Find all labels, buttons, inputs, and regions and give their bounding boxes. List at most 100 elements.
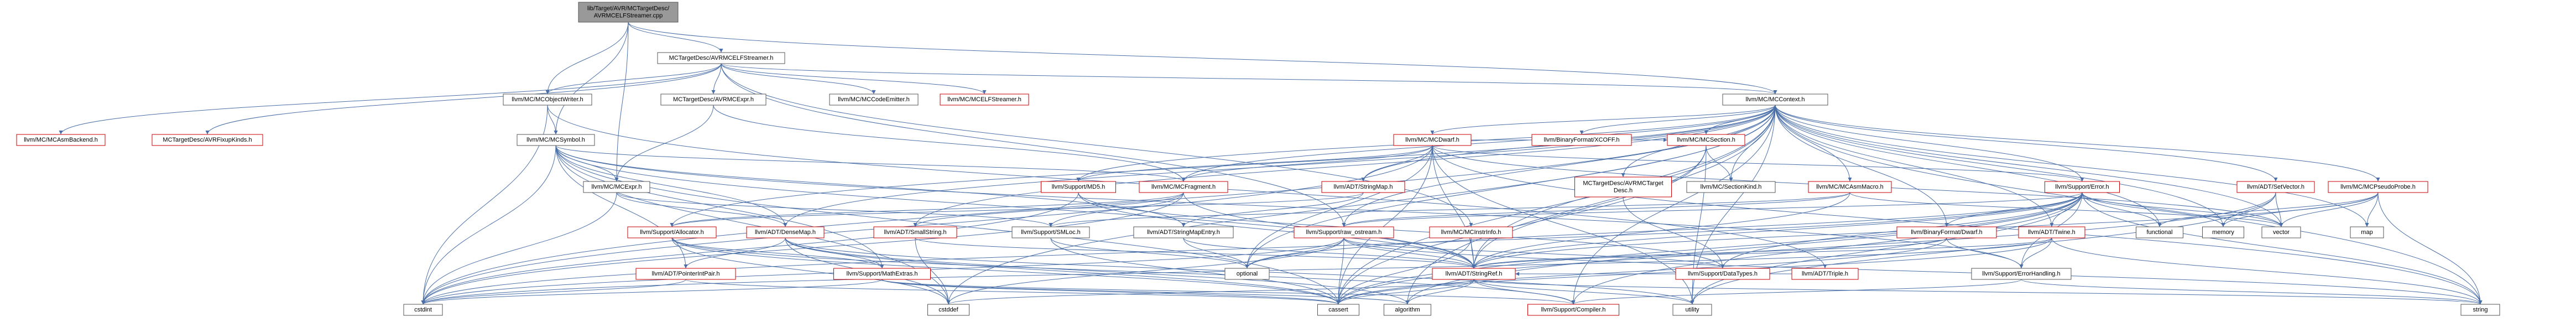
node-mc-mccontext[interactable]: llvm/MC/MCContext.h (1722, 94, 1828, 106)
node-label: llvm/Support/DataTypes.h (1688, 271, 1758, 277)
node-std-algorithm[interactable]: algorithm (1384, 304, 1431, 316)
node-adt-stringmapentry[interactable]: llvm/ADT/StringMapEntry.h (1133, 226, 1234, 238)
node-mc-sectionkind[interactable]: llvm/MC/SectionKind.h (1686, 181, 1776, 193)
node-mc-mcsymbol[interactable]: llvm/MC/MCSymbol.h (517, 134, 595, 146)
node-support-allocator[interactable]: llvm/Support/Allocator.h (627, 226, 717, 238)
node-adt-setvector[interactable]: llvm/ADT/SetVector.h (2236, 181, 2315, 193)
node-box (16, 134, 106, 146)
node-box (1321, 181, 1405, 193)
node-mc-asmbackend[interactable]: llvm/MC/MCAsmBackend.h (16, 134, 106, 146)
node-std-cstddef[interactable]: cstddef (927, 304, 969, 316)
edge-support_mathextras-to-support_compiler (882, 279, 1576, 305)
node-label: memory (2212, 229, 2234, 236)
edge-adt_twine-to-std_string (2051, 237, 2483, 305)
edge-mc_asmmacro-to-support_smloc (1049, 192, 1850, 227)
node-support-compiler[interactable]: llvm/Support/Compiler.h (1527, 304, 1619, 316)
node-std-cassert[interactable]: cassert (1317, 304, 1359, 316)
edge-mc_mccontext-to-support_error (1775, 105, 2084, 182)
node-std-string[interactable]: string (2460, 304, 2500, 316)
node-mc-objectwriter[interactable]: llvm/MC/MCObjectWriter.h (503, 94, 592, 106)
node-support-errorhandling[interactable]: llvm/Support/ErrorHandling.h (1971, 268, 2072, 280)
node-label: llvm/ADT/PointerIntPair.h (652, 271, 720, 277)
edge-mc_mcexpr-to-std_cstdint (421, 192, 617, 305)
edge-support_raw_ostream-to-support_datatypes (1343, 237, 1725, 269)
node-box (1971, 268, 2072, 280)
edge-mc_mccontext-to-adt_densemap (783, 105, 1776, 227)
node-adt-pointerintpair[interactable]: llvm/ADT/PointerIntPair.h (635, 268, 736, 280)
node-adt-densemap[interactable]: llvm/ADT/DenseMap.h (746, 226, 825, 238)
edge-support_error-to-std_cstdint (421, 192, 2083, 305)
edge-mc_mcdwarf-to-std_string (1432, 145, 2483, 305)
node-adt-smallstring[interactable]: llvm/ADT/SmallString.h (873, 226, 957, 238)
node-std-functional[interactable]: functional (2136, 226, 2183, 238)
node-std-cstdint[interactable]: cstdint (403, 304, 443, 316)
edge-root-to-mc_objectwriter (545, 22, 629, 95)
node-avr-mcexpr[interactable]: MCTargetDesc/AVRMCExpr.h (660, 94, 766, 106)
node-mc-mcexpr[interactable]: llvm/MC/MCExpr.h (583, 181, 650, 193)
node-adt-stringref[interactable]: llvm/ADT/StringRef.h (1432, 268, 1516, 280)
node-support-error[interactable]: llvm/Support/Error.h (2045, 181, 2120, 193)
node-mc-codeemitter[interactable]: llvm/MC/MCCodeEmitter.h (829, 94, 919, 106)
node-mc-mcsection[interactable]: llvm/MC/MCSection.h (1667, 134, 1745, 146)
node-mc-pseudoprobe[interactable]: llvm/MC/MCPseudoProbe.h (2328, 181, 2428, 193)
node-box (2350, 226, 2384, 238)
edge-adt_densemap-to-std_algorithm (785, 237, 1410, 305)
edge-support_error-to-std_functional (2082, 192, 2162, 227)
node-mc-mcelfstreamer[interactable]: llvm/MC/MCELFStreamer.h (940, 94, 1029, 106)
node-mc-mcfragment[interactable]: llvm/MC/MCFragment.h (1139, 181, 1228, 193)
node-label: MCTargetDesc/AVRMCTarget (1583, 180, 1663, 186)
node-label: llvm/MC/MCObjectWriter.h (512, 96, 583, 103)
node-mc-asmmacro[interactable]: llvm/MC/MCAsmMacro.h (1808, 181, 1892, 193)
edge-mc_mccontext-to-std_memory (1775, 105, 2225, 227)
edge-adt_stringref-to-std_cstddef (946, 279, 1474, 305)
edge-root-to-mc_mccontext (628, 22, 1777, 95)
edge-mc_mccontext-to-binfmt_xcoff (1579, 105, 1776, 135)
node-support-smloc[interactable]: llvm/Support/SMLoc.h (1011, 226, 1090, 238)
node-mc-elfstreamer-h[interactable]: MCTargetDesc/AVRMCELFStreamer.h (657, 52, 785, 64)
edge-mc_elfstreamer_h-to-mc_mcinstrinfo (721, 63, 1473, 227)
node-box (2202, 226, 2244, 238)
edge-layer (59, 22, 2483, 305)
node-label: llvm/MC/SectionKind.h (1701, 184, 1762, 190)
node-adt-twine[interactable]: llvm/ADT/Twine.h (2018, 226, 2085, 238)
node-label: cstddef (938, 307, 958, 313)
node-avr-fixupkinds[interactable]: MCTargetDesc/AVRFixupKinds.h (152, 134, 263, 146)
node-support-md5[interactable]: llvm/Support/MD5.h (1041, 181, 1116, 193)
node-binfmt-dwarf[interactable]: llvm/BinaryFormat/Dwarf.h (1896, 226, 1997, 238)
edge-adt_smallstring-to-std_cstddef (915, 237, 951, 305)
node-box (1317, 304, 1359, 316)
node-box (2018, 226, 2085, 238)
node-std-utility[interactable]: utility (1672, 304, 1712, 316)
edge-mc_mcsection-to-mc_sectionkind (1706, 145, 1733, 182)
node-adt-stringmap[interactable]: llvm/ADT/StringMap.h (1321, 181, 1405, 193)
edge-mc_elfstreamer_h-to-mc_codeemitter (721, 63, 876, 95)
node-adt-triple[interactable]: llvm/ADT/Triple.h (1791, 268, 1859, 280)
node-mc-mcinstrinfo[interactable]: llvm/MC/MCInstrInfo.h (1429, 226, 1513, 238)
edge-support_mathextras-to-std_cstdint (421, 279, 883, 305)
edge-adt_stringref-to-std_algorithm (1405, 279, 1474, 305)
node-std-vector[interactable]: vector (2261, 226, 2301, 238)
node-label: llvm/MC/MCPseudoProbe.h (2340, 184, 2416, 190)
node-std-optional[interactable]: optional (1224, 268, 1270, 280)
edge-mc_mcdwarf-to-std_cstdint (421, 145, 1433, 305)
node-label: llvm/ADT/StringMap.h (1334, 184, 1393, 190)
edge-adt_stringref-to-support_compiler (1473, 279, 1576, 305)
node-label: llvm/MC/MCELFStreamer.h (947, 96, 1021, 103)
node-binfmt-xcoff[interactable]: llvm/BinaryFormat/XCOFF.h (1531, 134, 1632, 146)
edge-support_md5-to-std_cstdint (421, 192, 1079, 305)
node-support-raw-ostream[interactable]: llvm/Support/raw_ostream.h (1294, 226, 1394, 238)
edge-mc_elfstreamer_h-to-mc_mccontext (721, 63, 1777, 95)
edge-adt_smallstring-to-adt_stringref (915, 237, 1476, 269)
node-std-map[interactable]: map (2350, 226, 2384, 238)
node-support-mathextras[interactable]: llvm/Support/MathExtras.h (833, 268, 931, 280)
node-box (657, 52, 785, 64)
node-std-memory[interactable]: memory (2202, 226, 2244, 238)
node-box (1896, 226, 1997, 238)
node-label: llvm/ADT/StringMapEntry.h (1147, 229, 1220, 236)
edge-support_error-to-std_memory (2082, 192, 2225, 227)
edge-root-to-mc_elfstreamer_h (628, 22, 723, 53)
node-mc-mcdwarf[interactable]: llvm/MC/MCDwarf.h (1393, 134, 1472, 146)
edge-mc_asmmacro-to-support_raw_ostream (1342, 192, 1850, 227)
node-support-datatypes[interactable]: llvm/Support/DataTypes.h (1675, 268, 1770, 280)
